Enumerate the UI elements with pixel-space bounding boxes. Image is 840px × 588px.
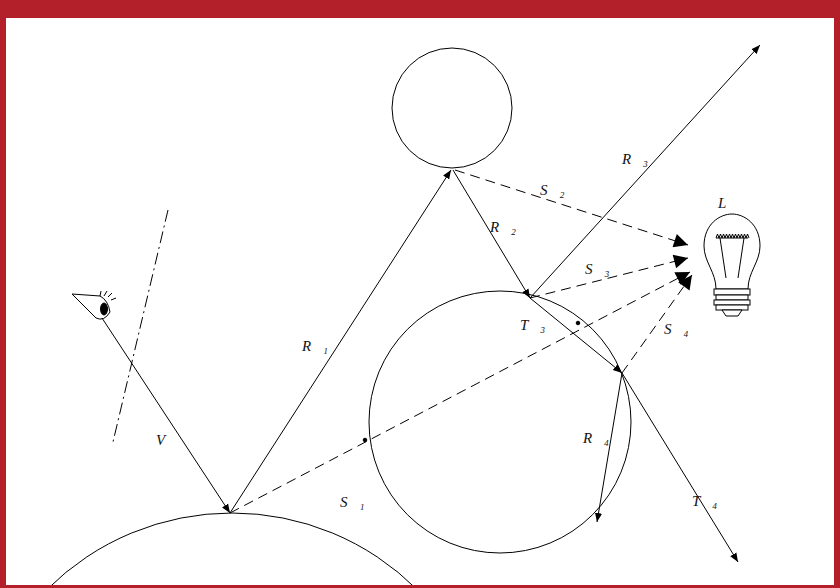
- shadow-ray: [230, 272, 690, 513]
- reflect-ray: [530, 45, 760, 298]
- hit-dot: [363, 438, 367, 442]
- light-bulb: [704, 214, 760, 316]
- vector-label: V⃗: [154, 427, 179, 449]
- vector-label: R⃗₄: [581, 425, 611, 447]
- middle-sphere: [369, 291, 631, 553]
- vector-label: S⃗₃: [583, 256, 611, 278]
- shadow-ray: [530, 258, 688, 298]
- eye-symbol: [72, 291, 116, 319]
- vector-label: S⃗₁: [338, 489, 366, 511]
- transmit-ray: [530, 298, 622, 373]
- label-text: R⃗₃: [622, 151, 648, 167]
- label-text: R⃗₄: [583, 430, 609, 446]
- light-label: L: [716, 190, 728, 212]
- label-text: V⃗: [156, 432, 177, 448]
- label-text: S⃗₃: [585, 261, 609, 277]
- label-text: R⃗₂: [490, 219, 516, 235]
- vector-label: R⃗₃: [620, 146, 650, 168]
- label-text: L: [718, 195, 726, 211]
- reflect-ray: [230, 170, 451, 513]
- reflect-ray: [597, 373, 622, 522]
- transmit-ray: [622, 373, 738, 562]
- label-text: T⃗₄: [692, 493, 717, 509]
- vector-label: R⃗₁: [300, 333, 330, 355]
- hit-dot: [576, 321, 580, 325]
- label-text: S⃗₂: [540, 182, 564, 198]
- top-sphere: [392, 48, 512, 168]
- vector-label: T⃗₄: [690, 488, 719, 510]
- image-plane: [113, 210, 168, 442]
- vector-label: S⃗₂: [538, 177, 566, 199]
- view-ray: [102, 318, 230, 513]
- label-text: T⃗₃: [520, 317, 545, 333]
- label-text: R⃗₁: [302, 338, 328, 354]
- vector-label: S⃗₄: [662, 316, 690, 338]
- vector-label: T⃗₃: [518, 312, 547, 334]
- shadow-ray: [455, 170, 688, 245]
- label-text: S⃗₄: [664, 321, 688, 337]
- bottom-sphere: [6, 513, 494, 585]
- vector-label: R⃗₂: [488, 214, 518, 236]
- label-text: S⃗₁: [340, 494, 364, 510]
- shadow-ray: [622, 275, 692, 373]
- reflect-ray: [453, 170, 530, 298]
